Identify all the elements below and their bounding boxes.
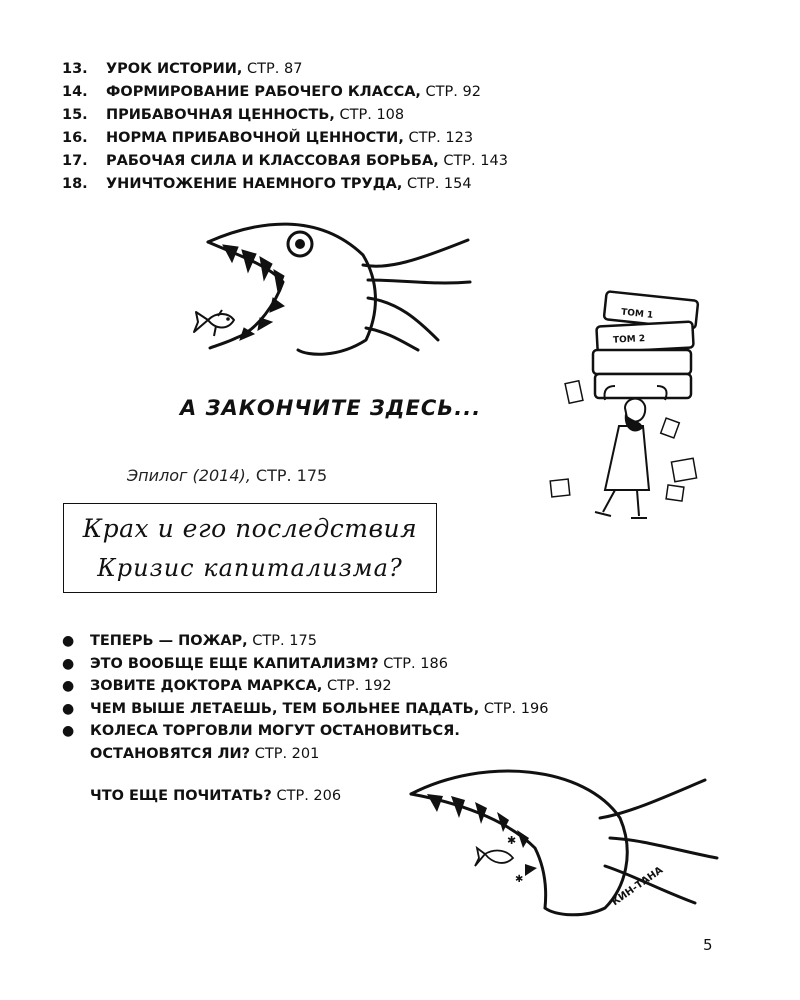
toc-item-title: УРОК ИСТОРИИ, — [106, 61, 243, 77]
book-label-1: ТОМ 1 — [621, 308, 654, 321]
bullet-page: СТР. 196 — [479, 700, 549, 717]
toc-item-page: СТР. 154 — [402, 176, 472, 192]
toc-item-page: СТР. 92 — [420, 84, 481, 100]
bullet-page: СТР. 201 — [250, 745, 320, 762]
toc-item: 14. ФОРМИРОВАНИЕ РАБОЧЕГО КЛАССА, СТР. 92 — [62, 81, 508, 104]
bullet-title: КОЛЕСА ТОРГОВЛИ МОГУТ ОСТАНОВИТЬСЯ. — [90, 723, 460, 739]
bullet-item: ● ТЕПЕРЬ — ПОЖАР, СТР. 175 — [62, 630, 548, 653]
toc-item-page: СТР. 123 — [403, 130, 474, 146]
toc-item-title: ФОРМИРОВАНИЕ РАБОЧЕГО КЛАССА, — [106, 84, 421, 100]
star-icon: ✱ — [507, 834, 516, 847]
further-reading-title: ЧТО ЕЩЕ ПОЧИТАТЬ? — [90, 788, 272, 804]
toc-item-number: 16. — [62, 130, 88, 146]
toc-item: 18. УНИЧТОЖЕНИЕ НАЕМНОГО ТРУДА, СТР. 154 — [62, 173, 508, 196]
toc-item-number: 18. — [62, 176, 88, 192]
toc-item-number: 15. — [62, 107, 88, 123]
bullet-page: СТР. 175 — [247, 633, 317, 649]
bullet-dot: ● — [62, 678, 75, 694]
epilog-title: Эпилог (2014), — [127, 466, 251, 485]
crash-title-box: Крах и его последствия Кризис капитализм… — [63, 503, 437, 593]
toc-item: 17. РАБОЧАЯ СИЛА И КЛАССОВАЯ БОРЬБА, СТР.… — [62, 150, 508, 173]
bullet-list: ● ТЕПЕРЬ — ПОЖАР, СТР. 175 ● ЭТО ВООБЩЕ ЕЩ… — [62, 630, 548, 765]
epilog-entry: Эпилог (2014), СТР. 175 — [127, 466, 327, 485]
bullet-title: ЧЕМ ВЫШЕ ЛЕТАЕШЬ, ТЕМ БОЛЬНЕЕ ПАДАТЬ, — [90, 700, 480, 717]
toc-item: 15. ПРИБАВОЧНАЯ ЦЕННОСТЬ, СТР. 108 — [62, 104, 508, 127]
bullet-dot: ● — [62, 700, 75, 717]
further-reading-entry: ЧТО ЕЩЕ ПОЧИТАТЬ? СТР. 206 — [90, 788, 341, 804]
toc-item-page: СТР. 143 — [438, 153, 508, 169]
crash-title-line-2: Кризис капитализма? — [97, 554, 403, 582]
toc-item-page: СТР. 108 — [334, 107, 405, 123]
bullet-title: ЗОВИТЕ ДОКТОРА МАРКСА, — [90, 678, 323, 694]
further-reading-page: СТР. 206 — [271, 788, 342, 804]
toc-item-title: РАБОЧАЯ СИЛА И КЛАССОВАЯ БОРЬБА, — [106, 153, 439, 169]
star-icon: ✱ — [515, 874, 523, 885]
small-fish-illustration — [193, 309, 235, 337]
bullet-item: ● КОЛЕСА ТОРГОВЛИ МОГУТ ОСТАНОВИТЬСЯ. ОСТА… — [62, 720, 548, 765]
bullet-item: ● ЧЕМ ВЫШЕ ЛЕТАЕШЬ, ТЕМ БОЛЬНЕЕ ПАДАТЬ, С… — [62, 698, 548, 721]
curved-fish-illustration: ✱ ✱ КИН-ТАНА — [409, 769, 719, 917]
bullet-item: ● ЭТО ВООБЩЕ ЕЩЕ КАПИТАЛИЗМ? СТР. 186 — [62, 653, 548, 676]
bullet-page: СТР. 192 — [322, 678, 392, 694]
bullet-title: ТЕПЕРЬ — ПОЖАР, — [90, 633, 248, 649]
man-carrying-books-illustration: ТОМ 1 ТОМ 2 — [549, 290, 700, 519]
bullet-dot: ● — [62, 723, 75, 739]
big-fish-illustration — [206, 222, 472, 356]
toc-item-title: ПРИБАВОЧНАЯ ЦЕННОСТЬ, — [106, 107, 335, 123]
toc-list: 13. УРОК ИСТОРИИ, СТР. 87 14. ФОРМИРОВАНИЕ… — [62, 58, 508, 196]
toc-item: 16. НОРМА ПРИБАВОЧНОЙ ЦЕННОСТИ, СТР. 123 — [62, 127, 508, 150]
toc-item-title: НОРМА ПРИБАВОЧНОЙ ЦЕННОСТИ, — [106, 130, 404, 146]
book-label-2: ТОМ 2 — [613, 334, 646, 346]
toc-item: 13. УРОК ИСТОРИИ, СТР. 87 — [62, 58, 508, 81]
toc-item-number: 17. — [62, 153, 88, 169]
bullet-page: СТР. 186 — [378, 655, 448, 672]
toc-item-number: 14. — [62, 84, 88, 100]
epilog-page: СТР. 175 — [250, 466, 328, 485]
finish-heading: А ЗАКОНЧИТЕ ЗДЕСЬ... — [180, 396, 482, 420]
bullet-dot: ● — [62, 633, 75, 649]
bullet-item: ● ЗОВИТЕ ДОКТОРА МАРКСА, СТР. 192 — [62, 675, 548, 698]
toc-item-title: УНИЧТОЖЕНИЕ НАЕМНОГО ТРУДА, — [106, 176, 403, 192]
toc-item-number: 13. — [62, 61, 88, 77]
toc-item-page: СТР. 87 — [242, 61, 303, 77]
bullet-dot: ● — [62, 655, 75, 672]
bullet-title-continued: ОСТАНОВЯТСЯ ЛИ? — [90, 745, 251, 762]
crash-title-line-1: Крах и его последствия — [82, 514, 418, 543]
page-number: 5 — [703, 936, 713, 954]
bullet-title: ЭТО ВООБЩЕ ЕЩЕ КАПИТАЛИЗМ? — [90, 655, 379, 672]
